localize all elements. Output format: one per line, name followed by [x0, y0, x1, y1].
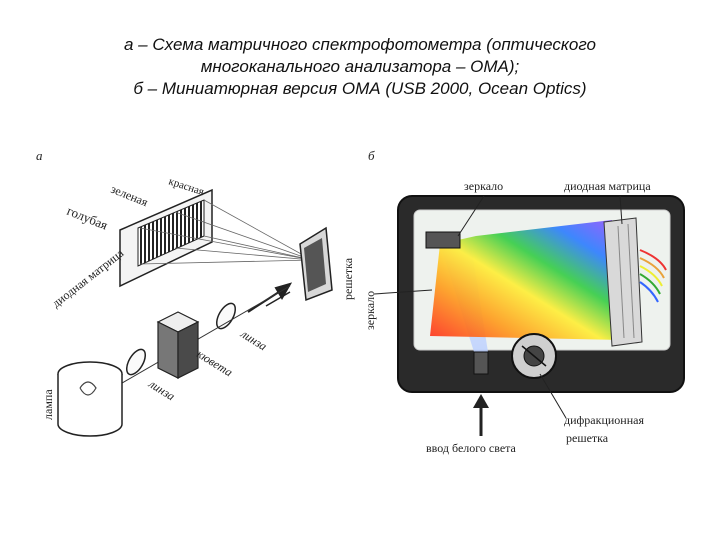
label-diffraction-grating-2: решетка: [566, 431, 609, 445]
label-cuvette: кювета: [194, 347, 235, 380]
label-diode-array-b: диодная матрица: [564, 179, 651, 193]
cuvette: [158, 312, 198, 378]
diffraction-grating: [512, 334, 556, 378]
panel-b: б: [363, 148, 684, 455]
label-lamp: лампа: [41, 389, 55, 420]
lens-upper: [213, 300, 239, 331]
label-mirror-top: зеркало: [464, 179, 503, 193]
label-blue: голубая: [65, 203, 110, 233]
label-green: зеленая: [109, 182, 151, 210]
grating: [300, 228, 332, 300]
label-red: красная: [167, 175, 205, 198]
label-diffraction-grating-1: дифракционная: [564, 413, 644, 427]
white-light-input-arrow: [473, 394, 489, 436]
lens-lower: [123, 346, 149, 377]
label-white-light-input: ввод белого света: [426, 441, 517, 455]
label-mirror-left: зеркало: [363, 291, 377, 330]
panel-a-marker: а: [36, 148, 43, 163]
label-diode-array: диодная матрица: [49, 246, 126, 311]
mirror-top: [426, 232, 460, 248]
entrance-slit: [474, 352, 488, 374]
label-lens-lower: линза: [146, 376, 178, 403]
panel-a: а: [36, 148, 355, 436]
panel-b-marker: б: [368, 148, 375, 163]
label-lens-upper: линза: [238, 326, 270, 353]
label-grating: решетка: [341, 257, 355, 300]
lamp-housing: [58, 362, 122, 436]
